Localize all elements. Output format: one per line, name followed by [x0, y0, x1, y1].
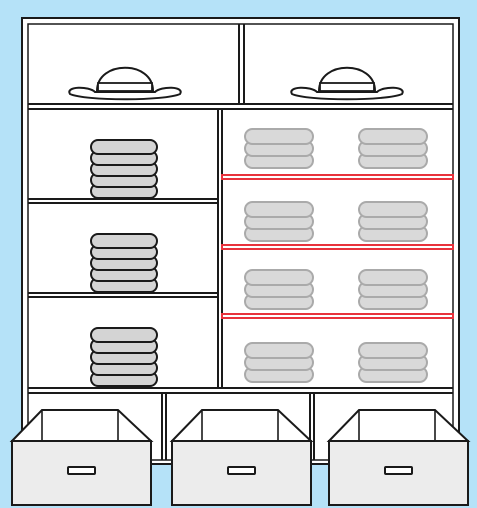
- folded-garment: [90, 327, 158, 343]
- folded-clothes-stack: [90, 139, 158, 199]
- highlighted-shelf: [221, 174, 454, 180]
- folded-garment: [358, 128, 428, 145]
- highlighted-shelf: [221, 313, 454, 319]
- folded-garment: [90, 233, 158, 249]
- hat-band: [97, 82, 153, 92]
- drawer-handle-icon: [227, 466, 256, 475]
- open-drawer: [326, 409, 471, 506]
- hat-brim: [290, 86, 404, 101]
- highlighted-shelf: [221, 244, 454, 250]
- drawer-handle-icon: [384, 466, 413, 475]
- folded-clothes-stack: [358, 342, 428, 383]
- folded-garment: [244, 269, 314, 286]
- hat-brim: [68, 86, 182, 101]
- folded-garment: [244, 128, 314, 145]
- drawer-row: [9, 409, 471, 506]
- folded-clothes-stack: [244, 342, 314, 383]
- folded-garment: [358, 269, 428, 286]
- open-drawer: [9, 409, 154, 506]
- folded-clothes-stack: [90, 327, 158, 387]
- folded-clothes-stack: [358, 269, 428, 310]
- folded-garment: [90, 139, 158, 155]
- hat-band: [319, 82, 375, 92]
- folded-clothes-stack: [244, 201, 314, 242]
- folded-garment: [358, 342, 428, 359]
- cabinet-contents: [68, 66, 428, 387]
- open-drawer: [169, 409, 314, 506]
- hat-icon: [290, 66, 404, 101]
- folded-clothes-stack: [90, 233, 158, 293]
- folded-clothes-stack: [244, 269, 314, 310]
- folded-garment: [358, 201, 428, 218]
- folded-clothes-stack: [358, 201, 428, 242]
- folded-garment: [244, 342, 314, 359]
- folded-garment: [244, 201, 314, 218]
- drawer-handle-icon: [67, 466, 96, 475]
- hat-icon: [68, 66, 182, 101]
- folded-clothes-stack: [358, 128, 428, 169]
- folded-clothes-stack: [244, 128, 314, 169]
